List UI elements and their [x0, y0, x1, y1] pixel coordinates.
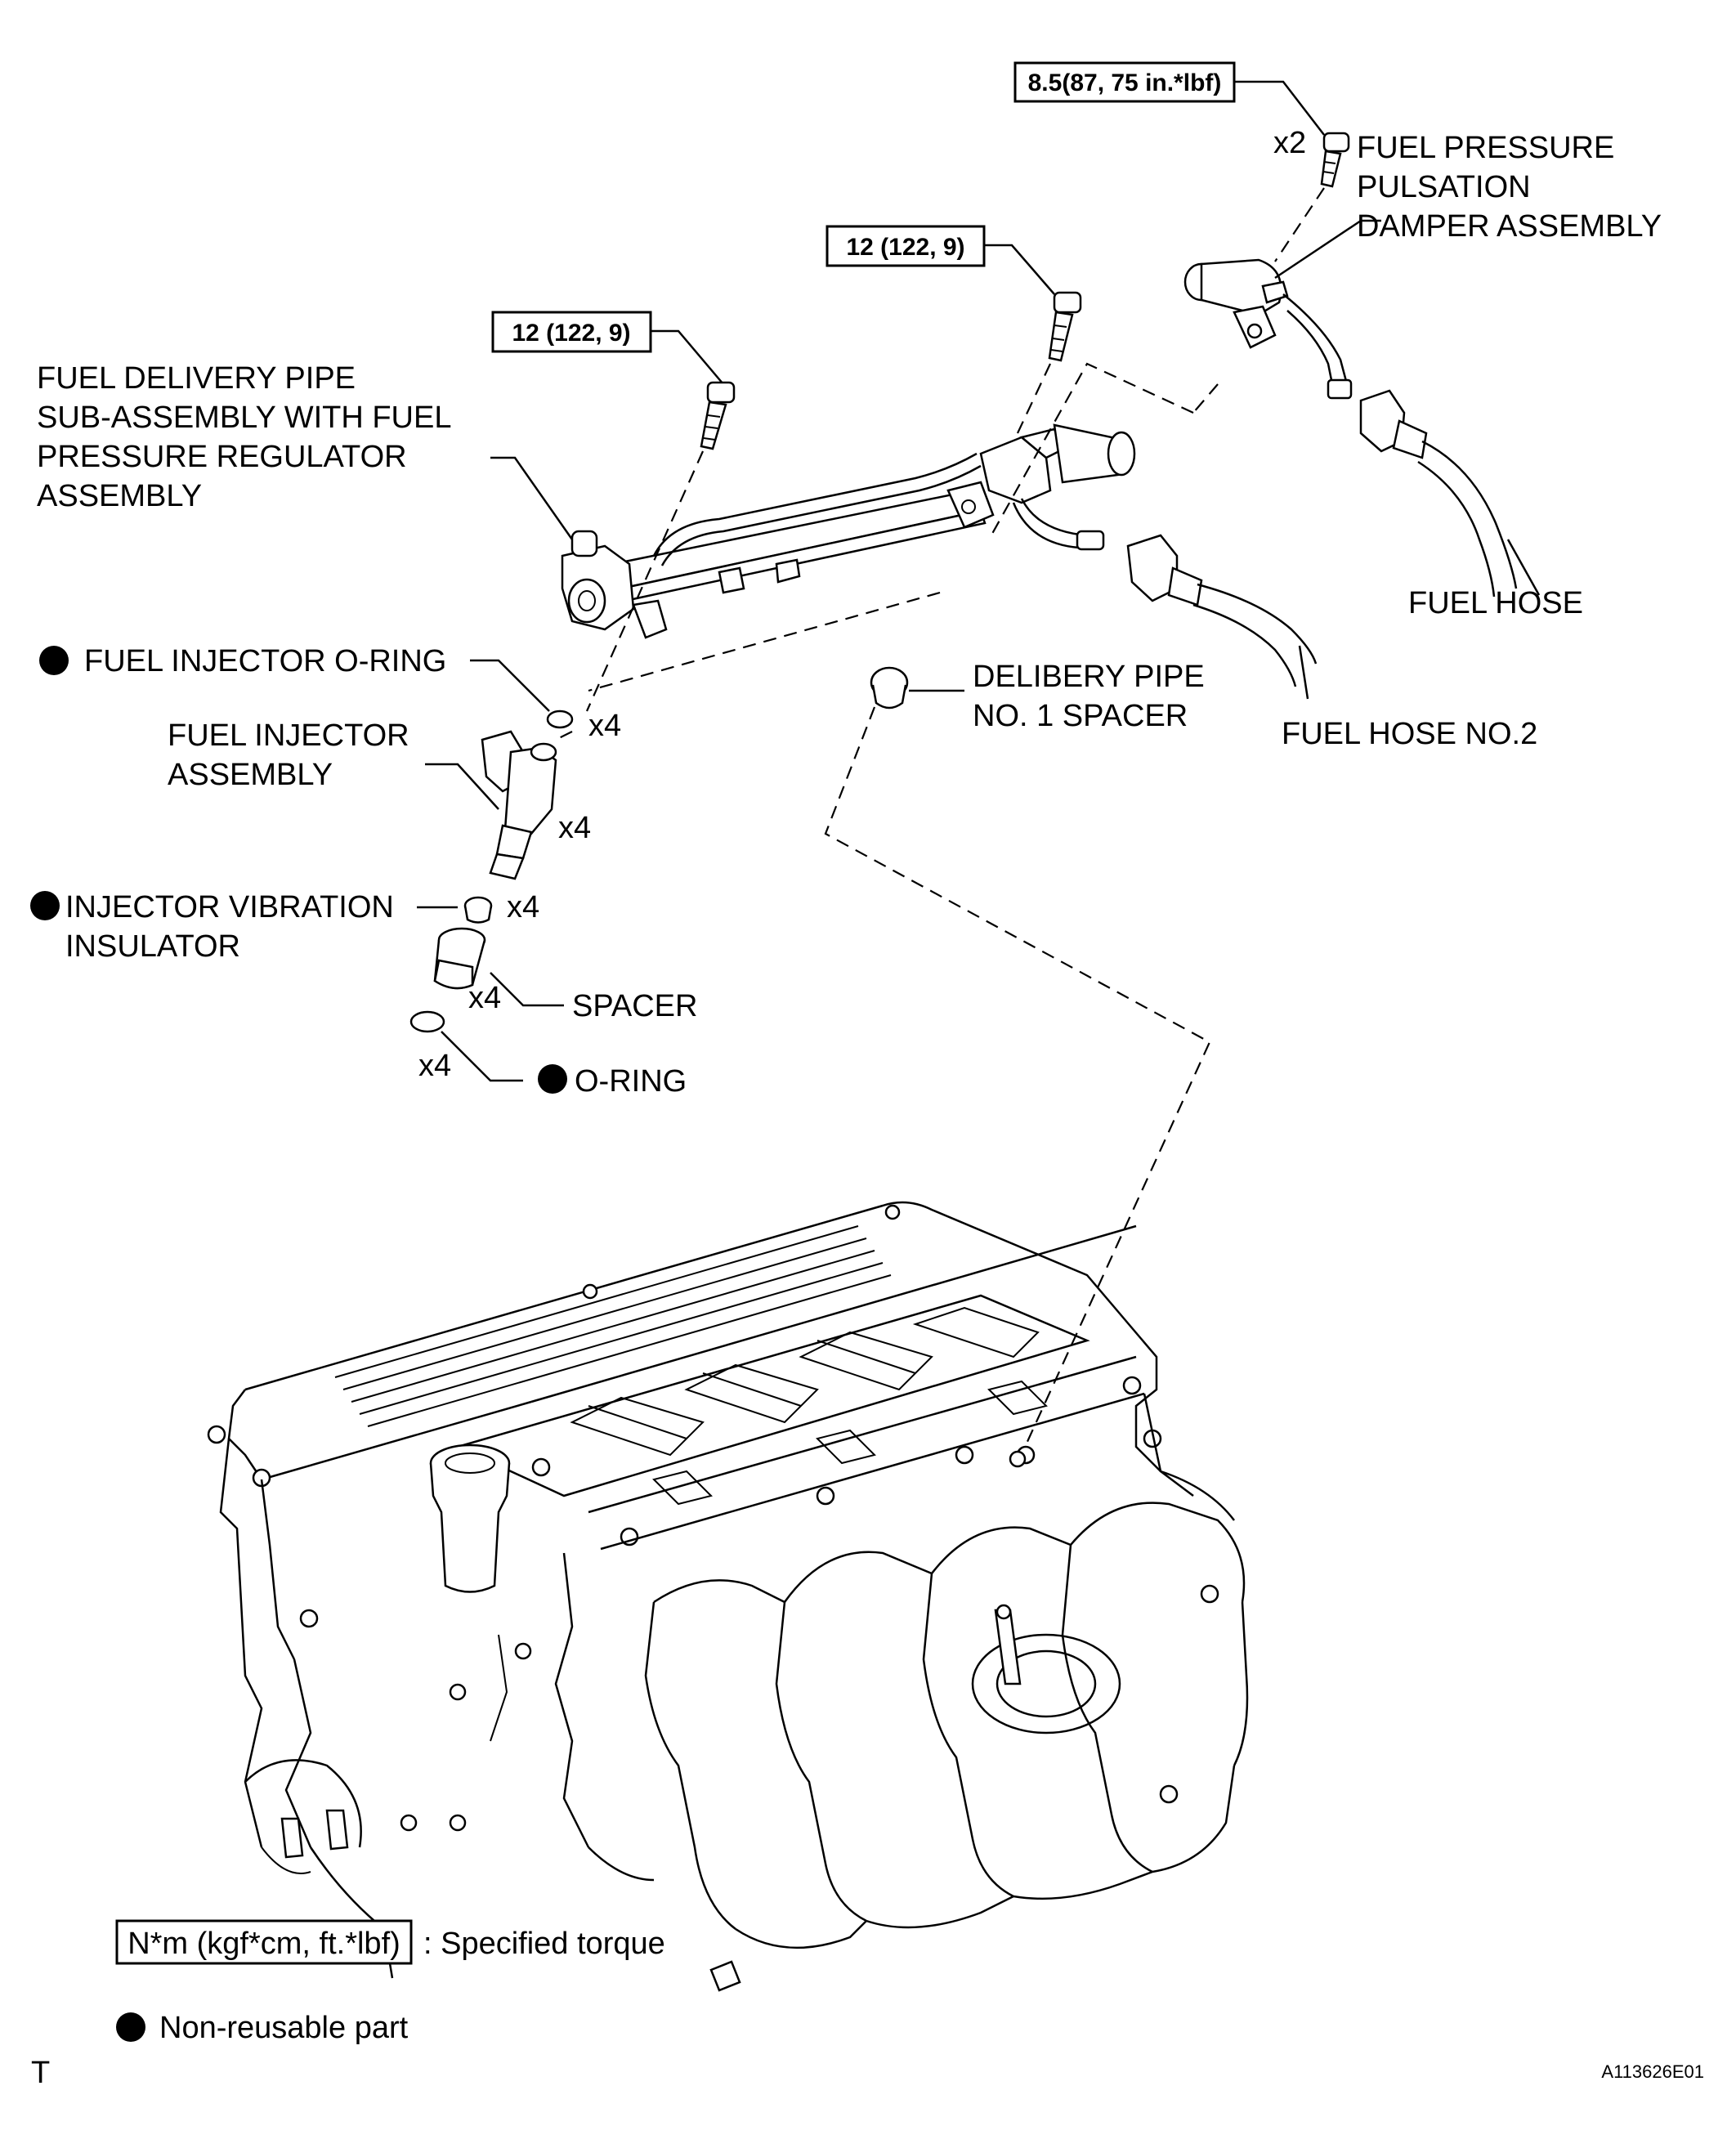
- fuel-injector-assembly-icon: [481, 730, 557, 880]
- label-delivery-pipe-line-1: FUEL DELIVERY PIPE: [37, 361, 356, 396]
- non-reusable-marker-insulator: [30, 891, 60, 920]
- qty-damper-bolt: x2: [1273, 126, 1306, 160]
- fuel-delivery-pipe-icon: [561, 423, 1136, 639]
- qty-injector: x4: [558, 811, 591, 845]
- non-reusable-marker-o-ring: [538, 1064, 567, 1094]
- torque-value-pipe-bolt-right: 12 (122, 9): [846, 234, 964, 261]
- damper-bolt-icon: [1320, 132, 1350, 188]
- label-injector-line-2: ASSEMBLY: [168, 758, 333, 792]
- engine-assembly-icon: [207, 1201, 1249, 1992]
- leader-pipe-bolt-left-torque: [651, 329, 724, 385]
- label-damper-line-1: FUEL PRESSURE: [1357, 131, 1614, 165]
- fuel-hose-no2-icon: [1126, 534, 1318, 687]
- label-damper: FUEL PRESSURE PULSATION DAMPER ASSEMBLY: [1357, 131, 1662, 244]
- label-delivery-pipe-line-4: ASSEMBLY: [37, 479, 202, 513]
- label-delivery-pipe-line-3: PRESSURE REGULATOR: [37, 440, 407, 474]
- label-pipe-spacer-line-2: NO. 1 SPACER: [973, 699, 1188, 733]
- leader-damper-label: [1274, 219, 1362, 280]
- delivery-pipe-spacer-icon: [870, 666, 909, 709]
- injector-vibration-insulator-icon: [463, 896, 493, 924]
- pipe-bolt-right-icon: [1048, 291, 1082, 362]
- footer-left-mark: T: [31, 2056, 50, 2090]
- qty-spacer: x4: [468, 981, 501, 1015]
- torque-box-pipe-bolt-right: 12 (122, 9): [825, 225, 986, 267]
- alignment-dashed-lines: [555, 187, 1325, 1464]
- qty-injector-o-ring: x4: [588, 709, 621, 743]
- non-reusable-marker-injector-o-ring: [39, 646, 69, 675]
- label-damper-line-2: PULSATION: [1357, 170, 1531, 204]
- legend-torque-box-text: N*m (kgf*cm, ft.*lbf): [128, 1927, 400, 1961]
- label-damper-line-3: DAMPER ASSEMBLY: [1357, 209, 1662, 244]
- label-insulator-line-1: INJECTOR VIBRATION: [65, 890, 394, 924]
- figure-id: A113626E01: [1601, 2061, 1704, 2082]
- label-insulator: INJECTOR VIBRATION INSULATOR: [65, 890, 394, 964]
- legend-torque-desc: : Specified torque: [423, 1927, 665, 1961]
- legend-non-reusable-dot: [116, 2012, 145, 2042]
- qty-insulator: x4: [507, 890, 539, 924]
- leader-damper-bolt-torque: [1234, 80, 1325, 136]
- leader-injector: [425, 763, 499, 810]
- fuel-pressure-pulsation-damper-icon: [1183, 258, 1353, 400]
- torque-value-pipe-bolt-left: 12 (122, 9): [512, 320, 630, 347]
- label-pipe-spacer: DELIBERY PIPE NO. 1 SPACER: [973, 660, 1205, 733]
- label-injector-o-ring: FUEL INJECTOR O-RING: [84, 644, 446, 678]
- leader-spacer: [490, 972, 564, 1007]
- legend-non-reusable: Non-reusable part: [116, 2011, 409, 2045]
- torque-box-damper-bolt: 8.5(87, 75 in.*lbf): [1013, 61, 1236, 103]
- label-injector: FUEL INJECTOR ASSEMBLY: [168, 718, 409, 792]
- label-spacer: SPACER: [572, 989, 697, 1023]
- leader-fuel-hose-no2: [1298, 645, 1309, 700]
- spacer-icon: [433, 927, 486, 990]
- torque-value-damper-bolt: 8.5(87, 75 in.*lbf): [1028, 69, 1222, 96]
- o-ring-icon: [409, 1010, 445, 1033]
- label-fuel-hose: FUEL HOSE: [1408, 586, 1583, 620]
- qty-o-ring: x4: [418, 1049, 451, 1083]
- torque-box-pipe-bolt-left: 12 (122, 9): [491, 311, 652, 353]
- label-delivery-pipe: FUEL DELIVERY PIPE SUB-ASSEMBLY WITH FUE…: [37, 361, 451, 513]
- label-delivery-pipe-line-2: SUB-ASSEMBLY WITH FUEL: [37, 401, 451, 435]
- pipe-bolt-left-icon: [700, 381, 736, 450]
- label-injector-line-1: FUEL INJECTOR: [168, 718, 409, 753]
- leader-pipe-bolt-right-torque: [984, 244, 1055, 295]
- label-o-ring: O-RING: [575, 1064, 687, 1099]
- label-insulator-line-2: INSULATOR: [65, 929, 240, 964]
- legend-torque: N*m (kgf*cm, ft.*lbf) : Specified torque: [115, 1919, 665, 1965]
- legend-non-reusable-text: Non-reusable part: [159, 2011, 409, 2045]
- fuel-hose-icon: [1359, 389, 1518, 598]
- leader-o-ring: [441, 1031, 523, 1082]
- leader-delivery-pipe: [490, 456, 574, 540]
- fuel-injector-o-ring-icon: [546, 709, 574, 729]
- label-pipe-spacer-line-1: DELIBERY PIPE: [973, 660, 1205, 694]
- leader-injector-o-ring: [470, 659, 550, 712]
- label-fuel-hose-no2: FUEL HOSE NO.2: [1282, 717, 1537, 751]
- leader-fuel-hose: [1506, 539, 1541, 596]
